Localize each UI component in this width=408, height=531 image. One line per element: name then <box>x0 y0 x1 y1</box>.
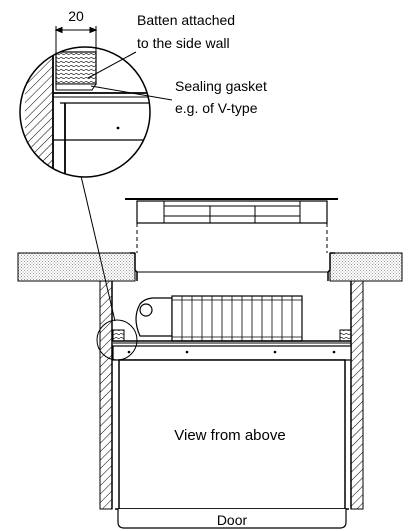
callout-batten: Batten attached to the side wall <box>137 12 239 51</box>
callout-gasket-line1: Sealing gasket <box>175 78 267 94</box>
dimension-20 <box>54 26 98 68</box>
dimension-label: 20 <box>68 8 84 24</box>
callout-gasket: Sealing gasket e.g. of V-type <box>175 78 271 116</box>
magnified-detail <box>19 46 151 178</box>
opening-frame <box>130 252 335 281</box>
upper-unit <box>125 198 338 253</box>
door-label: Door <box>217 512 248 528</box>
detail-marker <box>80 175 138 361</box>
batten-right <box>339 329 352 342</box>
cabin-body <box>112 340 352 510</box>
center-label: View from above <box>174 427 285 444</box>
callout-batten-line2: to the side wall <box>137 35 230 51</box>
floor-slab <box>17 252 403 282</box>
door <box>117 509 347 529</box>
callout-gasket-line2: e.g. of V-type <box>175 100 258 116</box>
callout-leaders <box>87 51 173 101</box>
blower-unit <box>135 295 303 342</box>
batten-left <box>112 329 125 342</box>
callout-batten-line1: Batten attached <box>137 12 235 28</box>
